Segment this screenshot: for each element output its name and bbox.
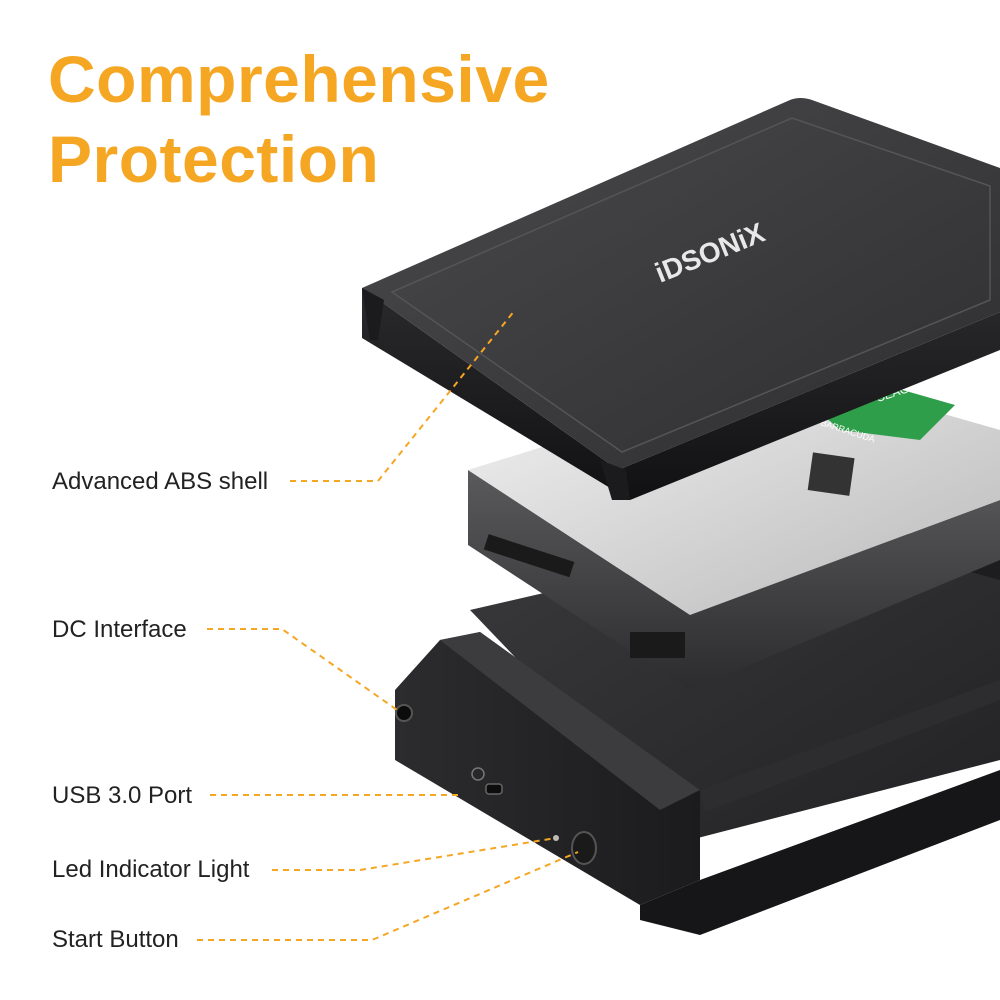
qr-code	[807, 452, 855, 496]
usb-logo-icon	[471, 767, 485, 781]
callout-dc: DC Interface	[52, 616, 187, 643]
abs-lid: iDSONiX	[362, 98, 1000, 500]
start-button	[571, 831, 597, 865]
shell-leader-line	[290, 309, 516, 482]
callout-shell: Advanced ABS shell	[52, 468, 269, 495]
callout-start: Start Button	[52, 926, 179, 953]
callout-lines	[197, 309, 579, 941]
led-leader-line	[272, 837, 557, 871]
usb-port	[485, 783, 503, 795]
headline-line-2: Protection	[48, 122, 380, 196]
start-leader-line	[197, 851, 579, 941]
power-connector	[630, 632, 685, 658]
callout-usb: USB 3.0 Port	[52, 782, 193, 809]
dc-leader-line	[207, 628, 401, 713]
dc-port	[395, 704, 413, 722]
headline-line-1: Comprehensive	[48, 42, 550, 116]
callout-led: Led Indicator Light	[52, 856, 250, 883]
sata-connector	[483, 534, 575, 578]
